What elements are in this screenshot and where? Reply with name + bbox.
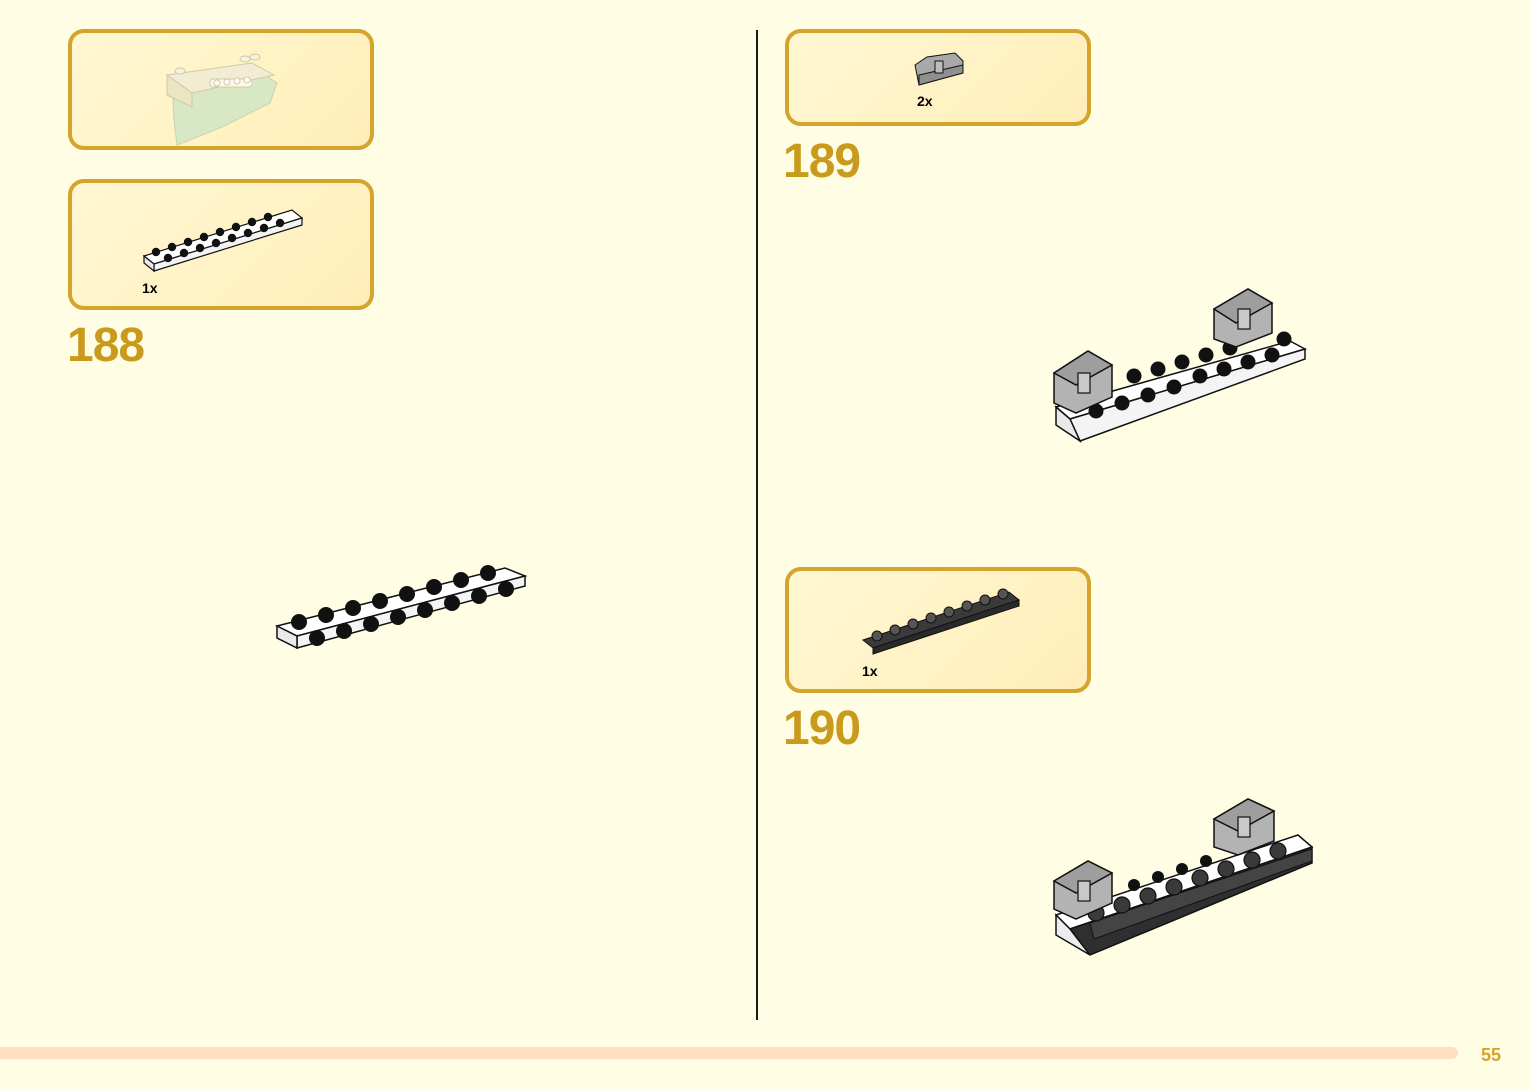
part-quantity: 1x: [862, 663, 878, 679]
submodel-callout: [68, 29, 374, 150]
submodel-preview-image: [165, 53, 278, 146]
page-number: 55: [1481, 1045, 1502, 1065]
column-divider: [756, 30, 758, 1020]
step-number: 188: [67, 319, 145, 372]
parts-callout-step-189: 2x: [785, 29, 1091, 126]
step-189-build-image: [1052, 288, 1307, 444]
step-188-build-image: [274, 565, 528, 650]
page-footer-bar: [0, 1047, 1458, 1059]
parts-callout-step-190: 1x: [785, 567, 1091, 693]
step-number: 189: [783, 135, 861, 188]
step-number: 190: [783, 702, 861, 755]
plate-1x8-dark-icon: [861, 588, 1021, 655]
hinge-bracket-gray-icon: [914, 52, 964, 86]
parts-callout-step-188: 1x: [68, 179, 374, 310]
step-190-build-image: [1052, 798, 1314, 956]
plate-2x8-white-icon: [142, 209, 304, 273]
part-quantity: 2x: [917, 93, 933, 109]
part-quantity: 1x: [142, 280, 158, 296]
